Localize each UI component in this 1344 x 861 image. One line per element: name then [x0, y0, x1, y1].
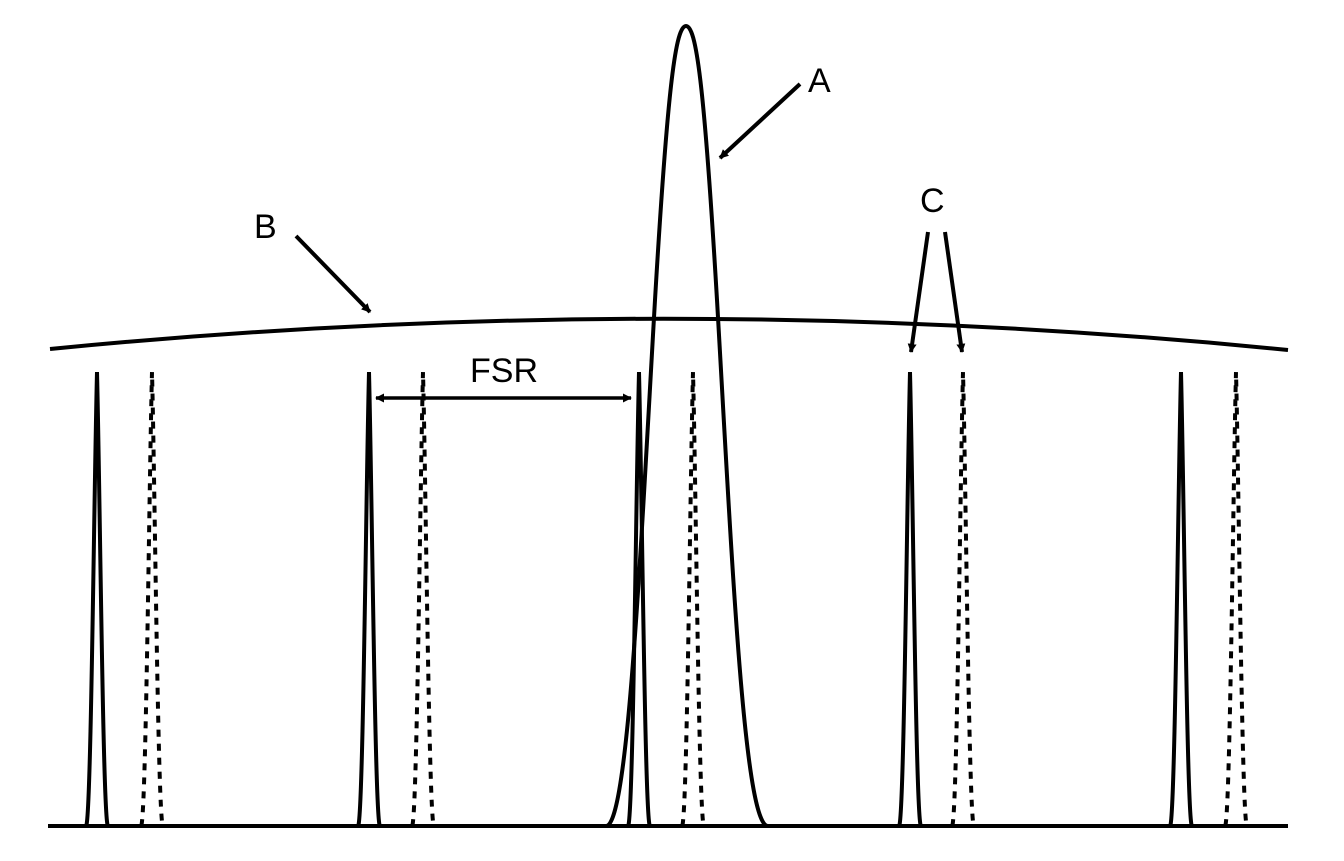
solid-mode-peak [897, 371, 923, 828]
solid-mode-group [84, 371, 1194, 828]
label-fsr: FSR [470, 352, 538, 390]
arrow-to-curve-b [294, 234, 372, 314]
envelope-curve-b [49, 316, 1289, 352]
label-a: A [808, 62, 831, 100]
solid-mode-peak [1168, 371, 1194, 828]
dashed-mode-peak [1223, 371, 1249, 828]
gain-peak-a [605, 23, 769, 828]
solid-mode-peak [356, 371, 382, 828]
solid-mode-peak [626, 371, 652, 828]
dashed-mode-peak [410, 371, 436, 828]
dashed-mode-group [139, 371, 1249, 828]
solid-mode-peak [84, 371, 110, 828]
dashed-mode-peak [139, 371, 165, 828]
label-c: C [920, 182, 945, 220]
arrow-to-peak-a [718, 82, 802, 160]
label-b: B [254, 208, 277, 246]
arrow-c-to-solid-mode [907, 231, 930, 353]
arrow-c-to-dashed-mode [943, 231, 966, 353]
dashed-mode-peak [950, 371, 976, 828]
dashed-mode-peak [680, 371, 706, 828]
